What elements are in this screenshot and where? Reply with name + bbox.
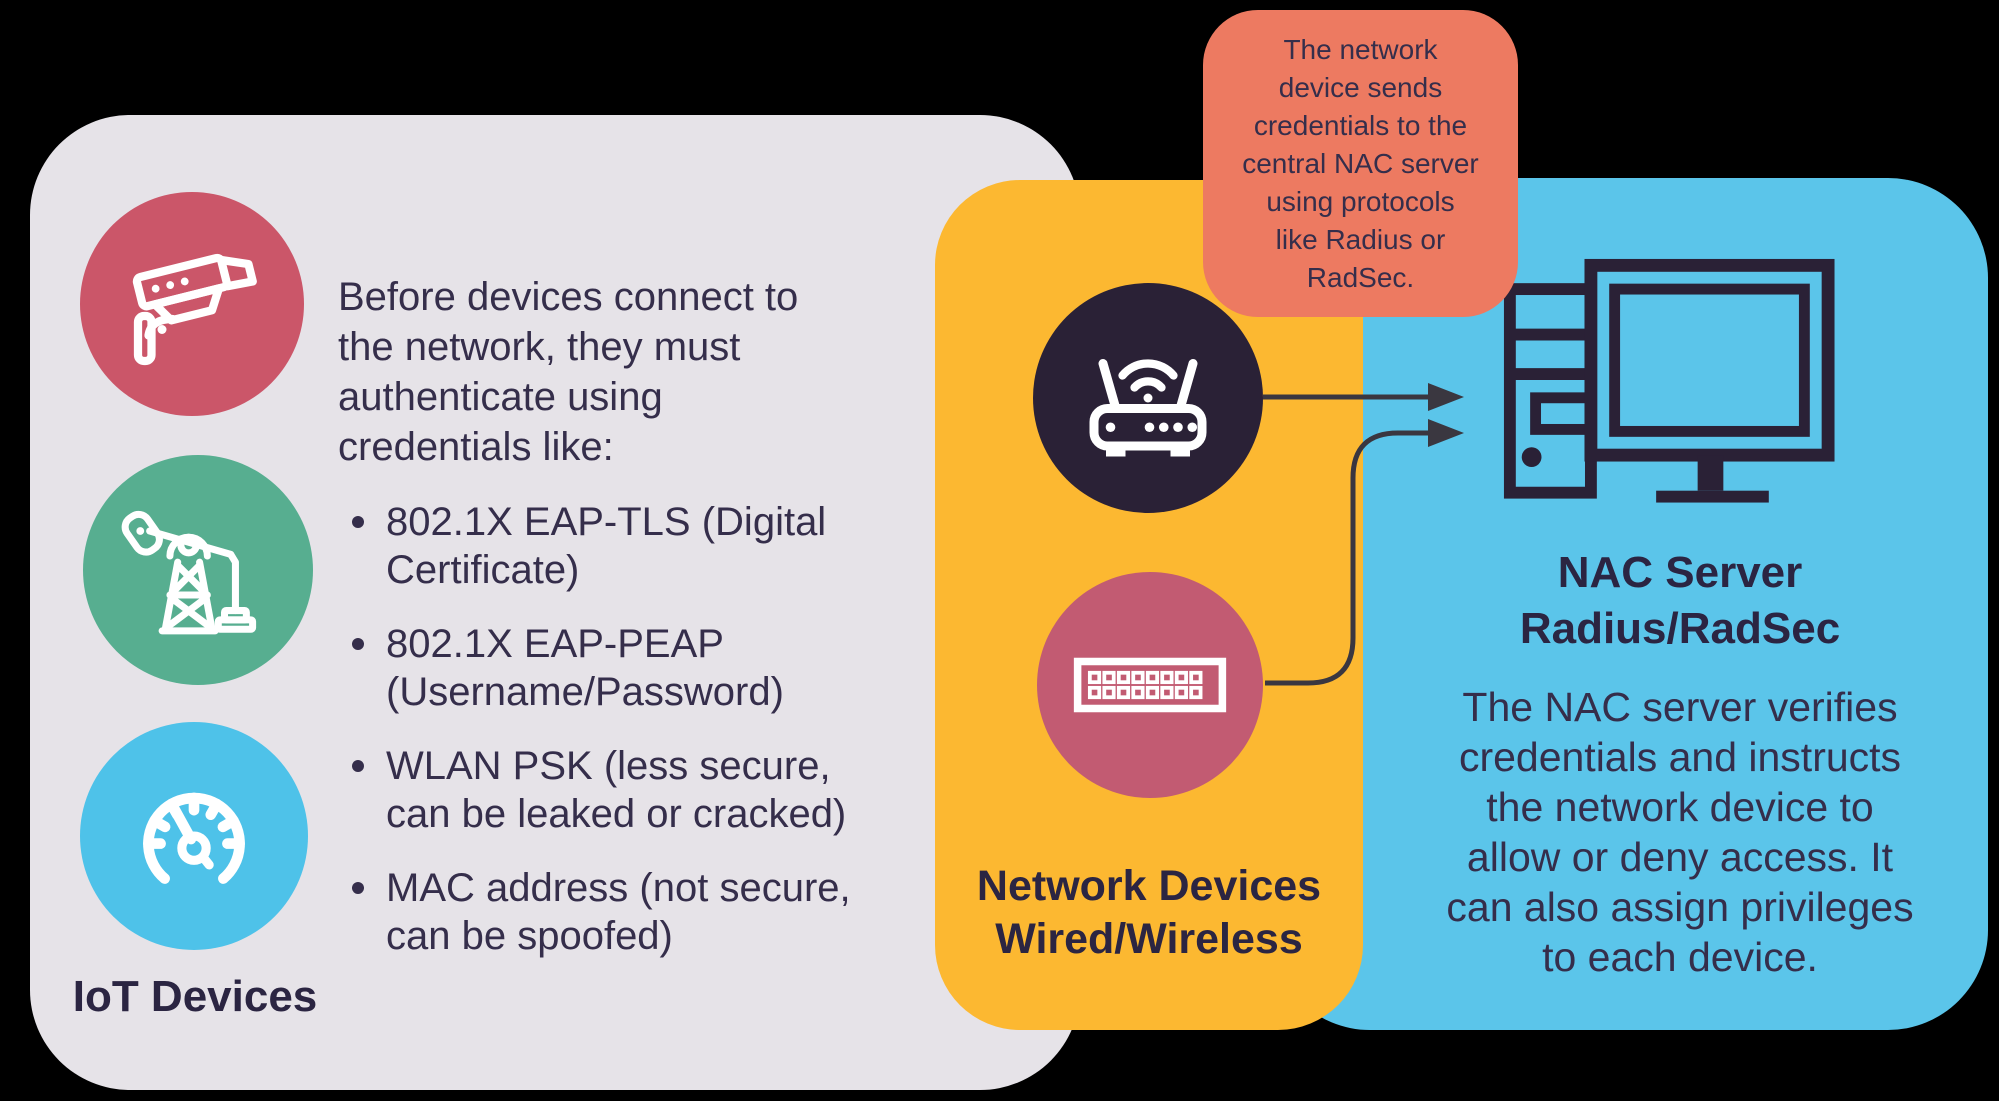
bullet-item: 802.1X EAP-PEAP (Username/Password) [352,620,1032,716]
oil-pumpjack-icon [121,510,257,635]
bullet-dot [352,882,364,894]
camera-circle [80,192,304,416]
wifi-router-icon [1089,359,1207,457]
bullet-dot [352,760,364,772]
intro-text: Before devices connect to the network, t… [338,275,799,469]
bullet-text: 802.1X EAP-TLS (Digital Certificate) [386,500,827,592]
bullet-item: 802.1X EAP-TLS (Digital Certificate) [352,498,1032,594]
bullet-dot [352,516,364,528]
bullet-item: WLAN PSK (less secure, can be leaked or … [352,742,1032,838]
nac-server-title: NAC Server Radius/RadSec [1519,548,1841,653]
bullet-text: 802.1X EAP-PEAP (Username/Password) [386,622,784,714]
ethernet-switch-icon [1073,657,1227,713]
bullet-text: WLAN PSK (less secure, can be leaked or … [386,744,847,836]
callout-text: The network device sends credentials to … [1242,33,1479,293]
protocol-callout: The network device sends credentials to … [1203,10,1518,317]
desktop-computer-icon [1503,258,1835,503]
bullet-text: MAC address (not secure, can be spoofed) [386,866,851,958]
bullet-dot [352,638,364,650]
pumpjack-circle [83,455,313,685]
nac-server-description: The NAC server verifies credentials and … [1446,684,1914,980]
gauge-circle [80,722,308,950]
bullet-item: MAC address (not secure, can be spoofed) [352,864,1032,960]
credential-bullet-list: 802.1X EAP-TLS (Digital Certificate) 802… [352,498,1032,986]
network-devices-label: Network Devices Wired/Wireless [976,862,1322,963]
router-circle [1033,283,1263,513]
cctv-camera-icon [132,253,257,366]
switch-circle [1037,572,1263,798]
nac-server-icon-box [1500,256,1836,506]
gauge-icon [143,792,245,884]
iot-devices-label: IoT Devices [72,972,318,1021]
